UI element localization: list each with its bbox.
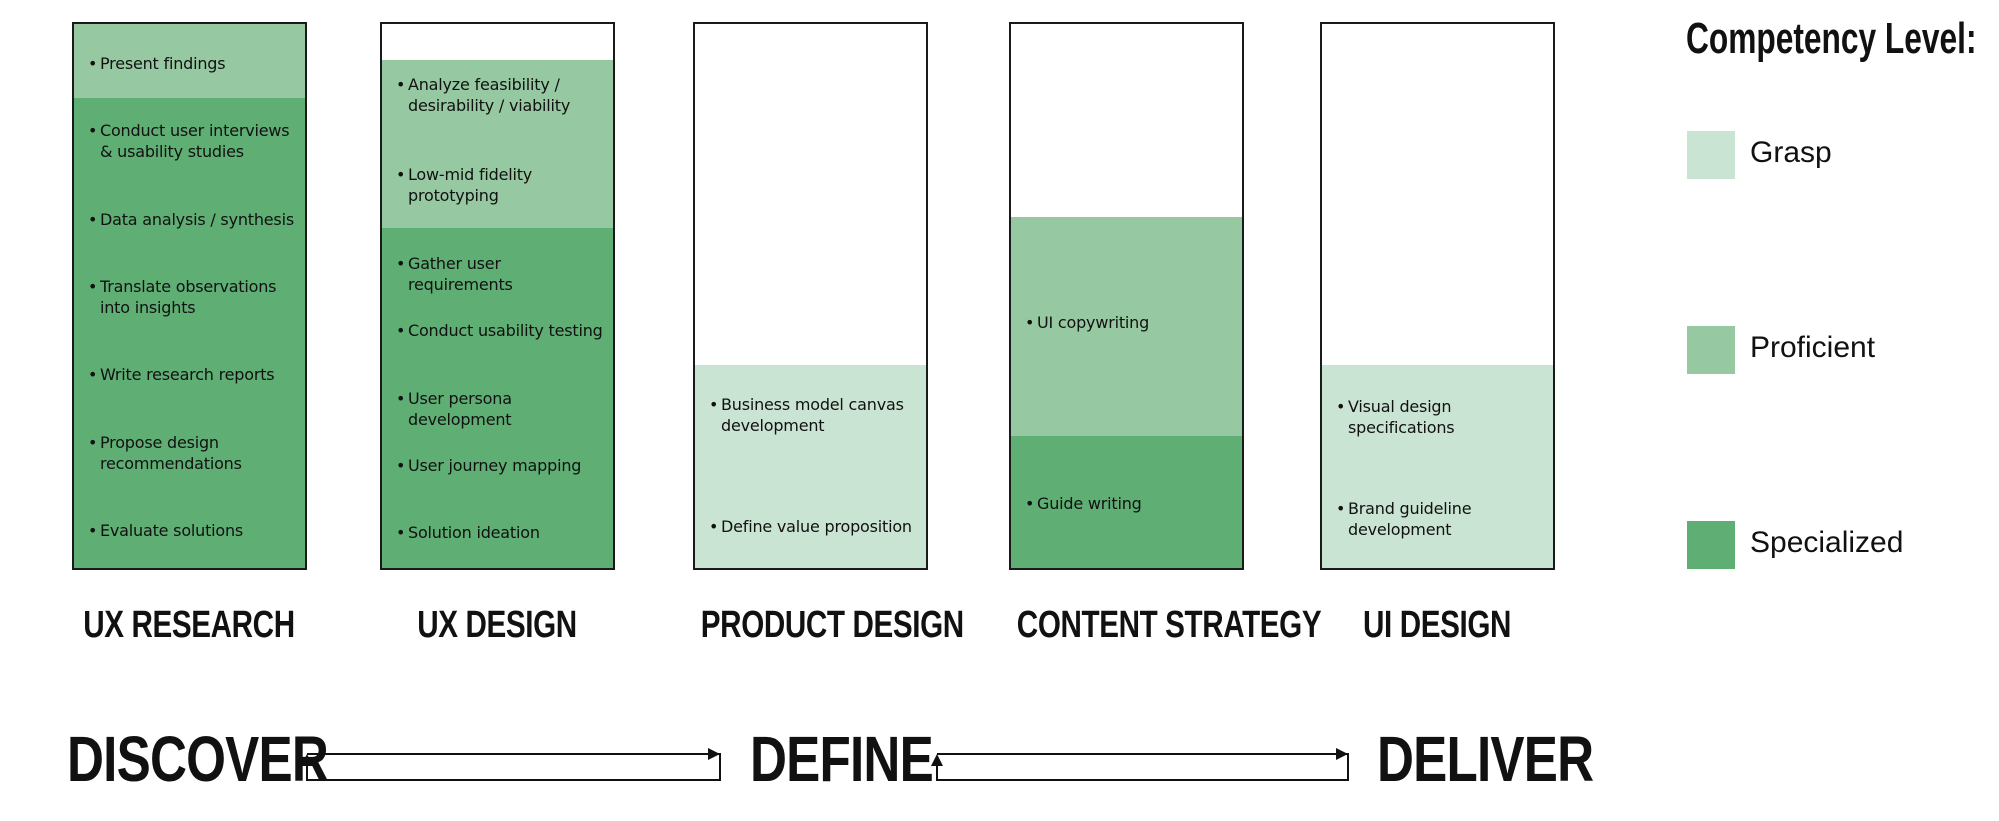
- skill-item: •Conduct usability testing: [396, 321, 603, 340]
- arrowhead-up-icon: [931, 754, 943, 766]
- skill-item: •Define value proposition: [709, 517, 912, 536]
- column-ui-design: •Visual design specifications •Brand gui…: [1320, 22, 1555, 570]
- skill-item: •User persona development: [396, 389, 512, 429]
- legend-swatch-specialized: [1687, 521, 1735, 569]
- band-proficient: [74, 24, 305, 98]
- band-specialized: [74, 98, 305, 568]
- skill-item: •Low-mid fidelity prototyping: [396, 165, 533, 205]
- skill-item: •Solution ideation: [396, 523, 540, 542]
- column-ux-research: •Present findings •Conduct user intervie…: [72, 22, 307, 570]
- arrowhead-right-icon: [708, 748, 720, 760]
- skill-item: •User journey mapping: [396, 456, 582, 475]
- column-title: UX DESIGN: [417, 604, 577, 646]
- skill-item: •Propose design recommendations: [88, 433, 242, 473]
- legend-swatch-grasp: [1687, 131, 1735, 179]
- skill-item: •Brand guideline development: [1336, 499, 1472, 539]
- skill-item: •Analyze feasibility / desirability / vi…: [396, 75, 571, 115]
- arrowhead-up-icon: [301, 754, 313, 766]
- skill-item: •Present findings: [88, 54, 226, 73]
- phase-label-deliver: DELIVER: [1377, 723, 1594, 795]
- skill-item: •Write research reports: [88, 365, 275, 384]
- legend-swatch-proficient: [1687, 326, 1735, 374]
- skill-item: •Translate observations into insights: [88, 277, 277, 317]
- legend-label-grasp: Grasp: [1750, 136, 1832, 169]
- column-ux-design: •Analyze feasibility / desirability / vi…: [380, 22, 615, 570]
- skill-item: •Visual design specifications: [1336, 397, 1455, 437]
- phase-label-discover: DISCOVER: [67, 723, 329, 795]
- column-content-strategy: •UI copywriting •Guide writing: [1009, 22, 1244, 570]
- column-title: UX RESEARCH: [83, 604, 295, 646]
- skill-item: •Conduct user interviews & usability stu…: [88, 121, 290, 161]
- band-specialized: [1011, 436, 1242, 568]
- legend-label-proficient: Proficient: [1750, 331, 1876, 364]
- band-specialized: [382, 228, 613, 568]
- band-grasp: [1322, 365, 1553, 568]
- skill-item: •Business model canvas development: [709, 395, 904, 435]
- skill-item: •Data analysis / synthesis: [88, 210, 294, 229]
- skill-item: •Evaluate solutions: [88, 521, 244, 540]
- skill-item: •UI copywriting: [1025, 313, 1150, 332]
- phase-label-define: DEFINE: [750, 723, 934, 795]
- cycle-arrow-discover-define: [306, 753, 721, 781]
- column-title: UI DESIGN: [1362, 604, 1512, 646]
- cycle-arrow-define-deliver: [936, 753, 1349, 781]
- column-product-design: •Business model canvas development •Defi…: [693, 22, 928, 570]
- legend-title: Competency Level:: [1686, 14, 1977, 63]
- skill-item: •Gather user requirements: [396, 254, 513, 294]
- band-proficient: [382, 60, 613, 228]
- band-proficient: [1011, 217, 1242, 436]
- legend-label-specialized: Specialized: [1750, 526, 1904, 559]
- arrowhead-right-icon: [1336, 748, 1348, 760]
- band-grasp: [695, 365, 926, 568]
- skill-item: •Guide writing: [1025, 494, 1142, 513]
